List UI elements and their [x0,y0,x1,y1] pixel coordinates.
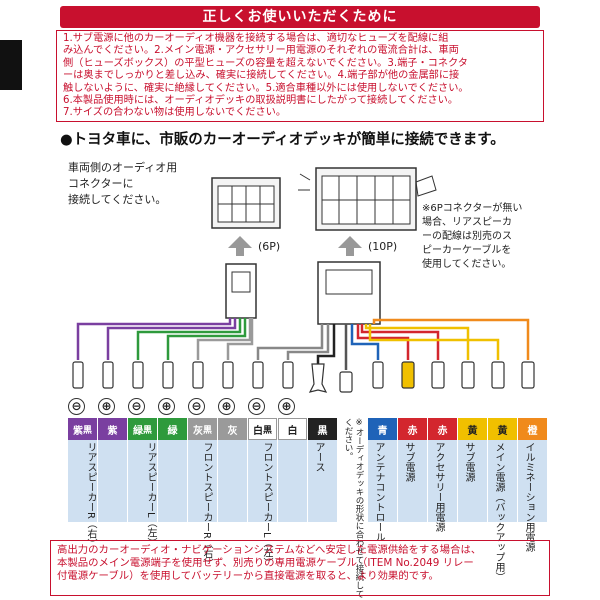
page-title: 正しくお使いいただくために [60,6,540,28]
wire-chip: 灰 [218,418,247,440]
group-front-speaker-r: フロントスピーカーR（右） [201,442,212,569]
note-line: 1.サブ電源に他のカーオーディオ機器を接続する場合は、適切なヒューズを配線に組 [63,33,449,44]
terminal-icons [72,361,535,393]
plus-sign-icon: ⊕ [98,398,115,415]
wire-color-table: 紫黒 紫 緑黒 緑 灰黒 灰 白黒 白 黒 青 赤 赤 黄 黄 橙 [68,418,548,522]
minus-sign-icon: ⊖ [248,398,265,415]
wire-chip: 緑黒 [128,418,157,440]
wire-column-gray-black: 灰黒 [188,418,218,522]
harness-connector-6p-icon [225,263,257,319]
wire-chip: 橙 [518,418,547,440]
wire-chip: 黒 [308,418,337,440]
vehicle-connector-6p-icon [211,177,281,229]
wire-column-red: 赤 [428,418,458,522]
note-line: 触しないように、確実に絶縁してください。5.適合車種以外には使用しないでください… [63,82,469,94]
arrow-up-icon [228,236,252,256]
vehicle-note-line: コネクターに [68,177,134,190]
wire-chip: 紫 [98,418,127,440]
wire-chip: 黄 [458,418,487,440]
group-antenna-control: アンテナコントロール [373,442,384,542]
wire-column-orange: 橙 [518,418,548,522]
group-accessory-power: アクセサリー用電源 [433,442,444,532]
wire-chip: 青 [368,418,397,440]
note-line: 7.サイズの合わない物は使用しないでください。 [63,107,287,119]
vehicle-note-line: 車両側のオーディオ用 [68,161,178,174]
plus-sign-icon: ⊕ [278,398,295,415]
wire-chip: 灰黒 [188,418,217,440]
wire-chip: 紫黒 [68,418,97,440]
wire-chip: 緑 [158,418,187,440]
side-bar [0,40,22,90]
note-line: 側（ヒューズボックス）の平型ヒューズの容量を超えないでください。3.端子・コネク… [63,57,468,69]
group-sub-power-2: サブ電源 [463,442,474,482]
wire-chip: 赤 [428,418,457,440]
group-sub-power: サブ電源 [403,442,414,482]
plus-sign-icon: ⊕ [218,398,235,415]
wire-column-yellow: 黄 [458,418,488,522]
wire-column-purple: 紫 [98,418,128,522]
wire-column-gray: 灰 [218,418,248,522]
wire-column-spacer [338,418,368,522]
group-rear-speaker-l: リアスピーカーL（左） [145,442,156,548]
rear-note-line: 場合、リアスピーカ [422,217,512,228]
bottom-note-line: 付電源ケーブル）を使用してバッテリーから直接電源を取ると、より効果的です。 [57,570,439,582]
wire-column-yellow: 黄 [488,418,518,522]
wire-column-blue: 青 [368,418,398,522]
rear-note-line: 使用してください。 [422,259,512,270]
harness-connector-10p-icon [317,261,381,325]
caution-notes: 1.サブ電源に他のカーオーディオ機器を接続する場合は、適切なヒューズを配線に組 … [56,30,544,122]
wire-chip: 赤 [398,418,427,440]
group-front-speaker-l: フロントスピーカーL（左） [261,442,272,568]
note-line: 6.本製品使用時には、オーディオデッキの取扱説明書にしたがって接続してください。 [63,95,459,107]
wire-chip: 白 [278,418,307,440]
wire-chip: 白黒 [248,418,277,440]
power-supply-note: 高出力のカーオーディオ・ナビゲーションシステムなどへ安定した電源供給をする場合は… [50,540,550,596]
vehicle-connector-10p-icon [298,167,437,231]
vehicle-note: 車両側のオーディオ用 コネクターに 接続してください。 [68,160,177,208]
six-pin-label: (6P) [258,240,280,253]
wire-column-green: 緑 [158,418,188,522]
note-line: み込んでください。2.メイン電源・アクセサリー用電源のそれぞれの電流合計は、車両 [63,45,459,57]
group-main-power: メイン電源（バックアップ用） [493,442,504,582]
arrow-up-icon [338,236,362,256]
minus-sign-icon: ⊖ [128,398,145,415]
bottom-note-line: 本製品のメイン電源端子を使用せず、別売りの専用電源ケーブル（ITEM No.20… [57,557,474,569]
group-illumination: イルミネーション用電源 [523,442,534,552]
group-ground: アース [313,442,324,472]
wire-column-green-black: 緑黒 [128,418,158,522]
wire-column-red: 赤 [398,418,428,522]
minus-sign-icon: ⊖ [68,398,85,415]
antenna-note: ※オーディオデッキの形状に合わせて接続してください。 [343,418,364,598]
minus-sign-icon: ⊖ [188,398,205,415]
plus-sign-icon: ⊕ [158,398,175,415]
wire-column-black: 黒 [308,418,338,522]
wire-column-white: 白 [278,418,308,522]
wire-chip: 黄 [488,418,517,440]
ten-pin-label: (10P) [368,240,397,253]
rear-note-line: ーの配線は別売のス [422,231,512,242]
note-line: ーは奥までしっかりと差し込み、確実に接続してください。4.端子部が他の金属部に接 [63,70,460,82]
vehicle-note-line: 接続してください。 [68,193,167,206]
wire-column-white-black: 白黒 [248,418,278,522]
rear-note-line: ピーカーケーブルを [422,245,512,256]
wire-column-purple-black: 紫黒 [68,418,98,522]
bottom-note-line: 高出力のカーオーディオ・ナビゲーションシステムなどへ安定した電源供給をする場合は… [57,544,482,556]
rear-speaker-note: ※6Pコネクターが無い 場合、リアスピーカ ーの配線は別売のス ピーカーケーブル… [422,202,522,272]
rear-note-line: ※6Pコネクターが無い [422,203,523,214]
group-rear-speaker-r: リアスピーカーR（右） [85,442,96,549]
headline: ●トヨタ車に、市販のカーオーディオデッキが簡単に接続できます。 [60,132,505,148]
